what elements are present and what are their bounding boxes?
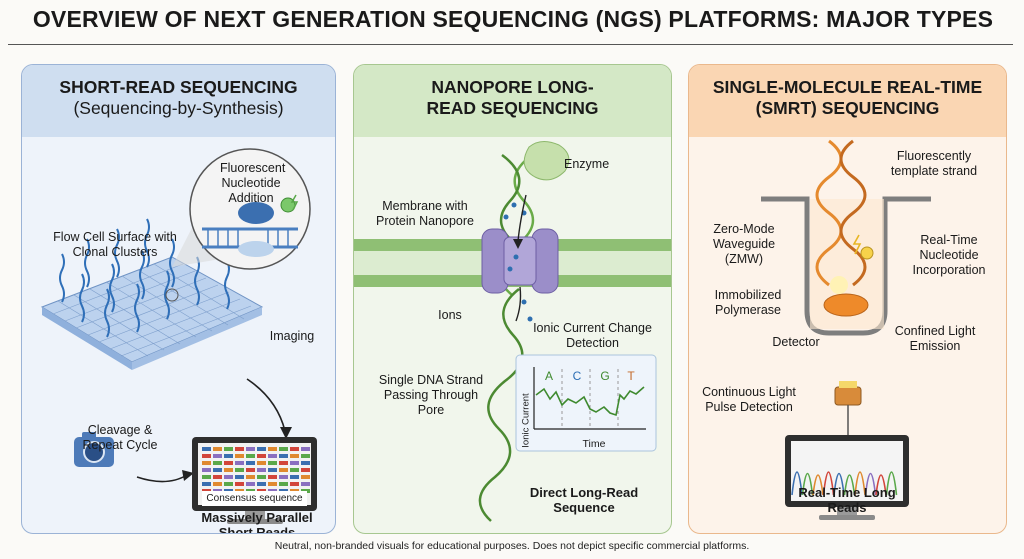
smrt-illustration (761, 139, 931, 520)
short-read-heading: SHORT-READ SEQUENCING (59, 77, 298, 97)
nanopore-result: Direct Long-Read Sequence (529, 485, 639, 515)
detector-label: Detector (772, 335, 820, 349)
base-a: A (544, 369, 553, 383)
zoom-inset (189, 148, 311, 270)
ionic-label: Ionic Current Change Detection (533, 321, 652, 350)
imaging-label: Imaging (269, 329, 315, 343)
base-g: G (600, 369, 610, 383)
nanopore-illustration (354, 141, 671, 522)
footer-note: Neutral, non-branded visuals for educati… (274, 540, 750, 552)
ions-label: Ions (438, 308, 462, 322)
confined-label: Confined Light Emission (894, 324, 976, 353)
enzyme-shape (523, 141, 570, 181)
short-read-panel: SHORT-READ SEQUENCING (Sequencing-by-Syn… (21, 64, 336, 534)
flow-cell-surface (40, 256, 264, 370)
y-axis-label: Ionic Current (520, 393, 532, 448)
strand-label: Single DNA Strand Passing Through Pore (378, 373, 484, 417)
smrt-heading: SINGLE-MOLECULE REAL-TIME (SMRT) SEQUENC… (712, 77, 983, 118)
nanopore-shape (481, 228, 559, 294)
clonal-clusters (59, 218, 230, 338)
nucleotide-dot (860, 246, 874, 260)
consensus-label: Consensus sequence (202, 491, 307, 506)
smrt-panel: SINGLE-MOLECULE REAL-TIME (SMRT) SEQUENC… (688, 64, 1007, 534)
flow-cell-label: Flow Cell Surface with Clonal Clusters (53, 230, 177, 259)
base-t: T (627, 369, 635, 383)
continuous-label: Continuous Light Pulse Detection (702, 385, 796, 414)
incorporation-label: Real-Time Nucleotide Incorporation (912, 233, 986, 277)
zmw-well (761, 196, 931, 336)
polymerase-label: Immobilized Polymerase (714, 288, 782, 317)
nanopore-heading: NANOPORE LONG-READ SEQUENCING (426, 77, 599, 118)
smrt-result: Real-Time Long Reads (798, 485, 896, 515)
cleavage-label: Cleavage & Repeat Cycle (82, 423, 158, 452)
x-axis-label: Time (582, 438, 606, 450)
fluor-add-label: Fluorescent Nucleotide Addition (220, 161, 286, 205)
short-read-subheading: (Sequencing-by-Synthesis) (73, 98, 284, 118)
template-label: Fluorescently template strand (890, 149, 978, 178)
membrane-label: Membrane with Protein Nanopore (376, 199, 474, 228)
smrt-header: SINGLE-MOLECULE REAL-TIME (SMRT) SEQUENC… (689, 65, 1006, 137)
template-strand (815, 139, 867, 287)
detector-icon (834, 381, 862, 437)
enzyme-label: Enzyme (564, 157, 610, 171)
short-read-header: SHORT-READ SEQUENCING (Sequencing-by-Syn… (22, 65, 335, 137)
polymerase-shape (823, 293, 869, 317)
nanopore-panel: NANOPORE LONG-READ SEQUENCING (353, 64, 672, 534)
short-read-result: Massively Parallel Short Reads (201, 510, 313, 534)
nanopore-header: NANOPORE LONG-READ SEQUENCING (354, 65, 671, 137)
title-divider (8, 44, 1013, 45)
ion-dots (503, 202, 533, 322)
zmw-label: Zero-Mode Waveguide (ZMW) (712, 222, 776, 266)
page-title: OVERVIEW OF NEXT GENERATION SEQUENCING (… (32, 6, 994, 32)
base-c: C (572, 369, 582, 383)
light-pulse-trace (791, 471, 898, 496)
camera-icon (74, 432, 114, 467)
ionic-current-graph (515, 354, 657, 452)
monitor-icon (785, 435, 909, 520)
